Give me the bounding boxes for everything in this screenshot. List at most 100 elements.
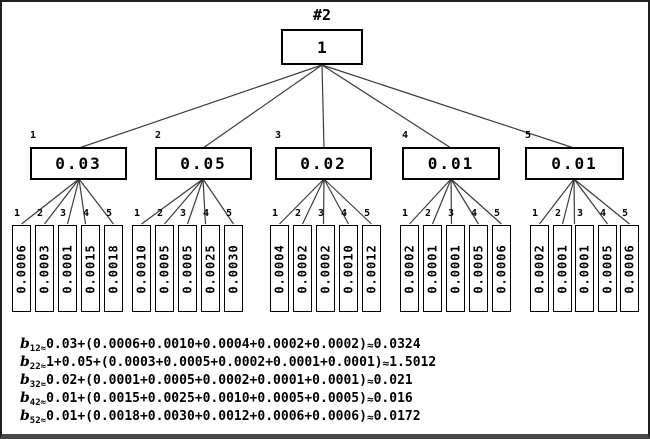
leaf-node-value: 0.0006 <box>622 243 637 294</box>
formula-result: 0.0172 <box>373 409 421 424</box>
branch-index: 2 <box>155 130 162 141</box>
leaf-node-value: 0.0015 <box>83 243 98 294</box>
formula-variable: b <box>20 372 30 388</box>
leaf-index: 2 <box>157 208 164 219</box>
leaf-node: 0.0030 <box>224 225 243 312</box>
leaf-node-value: 0.0030 <box>226 243 241 294</box>
leaf-index: 5 <box>494 208 501 219</box>
formula-subscript: 42 <box>29 398 41 408</box>
formula-expression: 0.01+(0.0015+0.0025+0.0010+0.0005+0.0005… <box>46 391 367 406</box>
leaf-node-value: 0.0010 <box>341 243 356 294</box>
branch-node: 0.03 <box>30 147 127 180</box>
formula-line-b22: b22≈1+0.05+(0.0003+0.0005+0.0002+0.0001+… <box>20 354 436 372</box>
leaf-node-value: 0.0002 <box>318 243 333 294</box>
formula-variable: b <box>20 390 30 406</box>
branch-node-value: 0.05 <box>180 154 227 173</box>
formula-expression: 0.03+(0.0006+0.0010+0.0004+0.0002+0.0002… <box>46 337 367 352</box>
leaf-node: 0.0002 <box>316 225 335 312</box>
branch-node-value: 0.03 <box>55 154 102 173</box>
leaf-node-value: 0.0018 <box>106 243 121 294</box>
approx-sign: ≈ <box>366 411 374 424</box>
leaf-node: 0.0025 <box>201 225 220 312</box>
branch-index: 1 <box>30 130 37 141</box>
leaf-node-value: 0.0002 <box>402 243 417 294</box>
leaf-node: 0.0006 <box>492 225 511 312</box>
leaf-index: 3 <box>180 208 187 219</box>
tree-title: #2 <box>312 6 332 24</box>
leaf-node-value: 0.0005 <box>180 243 195 294</box>
leaf-index: 1 <box>402 208 409 219</box>
leaf-index: 5 <box>226 208 233 219</box>
leaf-index: 5 <box>106 208 113 219</box>
branch-node-value: 0.02 <box>300 154 347 173</box>
leaf-node: 0.0005 <box>598 225 617 312</box>
leaf-node: 0.0002 <box>293 225 312 312</box>
leaf-index: 4 <box>600 208 607 219</box>
leaf-index: 4 <box>341 208 348 219</box>
leaf-node-value: 0.0001 <box>448 243 463 294</box>
leaf-index: 3 <box>577 208 584 219</box>
formula-expression: 1+0.05+(0.0003+0.0005+0.0002+0.0001+0.00… <box>46 355 383 370</box>
leaf-node-value: 0.0002 <box>532 243 547 294</box>
approx-sign: ≈ <box>40 362 47 372</box>
leaf-index: 4 <box>203 208 210 219</box>
formula-variable: b <box>20 336 30 352</box>
leaf-index: 1 <box>532 208 539 219</box>
leaf-index: 1 <box>272 208 279 219</box>
leaf-node: 0.0004 <box>270 225 289 312</box>
formula-subscript: 22 <box>29 362 41 372</box>
leaf-node-value: 0.0003 <box>37 243 52 294</box>
branch-node: 0.05 <box>155 147 252 180</box>
approx-sign: ≈ <box>40 344 47 354</box>
leaf-node: 0.0006 <box>620 225 639 312</box>
formula-subscript: 12 <box>29 344 41 354</box>
leaf-index: 2 <box>295 208 302 219</box>
leaf-index: 2 <box>425 208 432 219</box>
leaf-node: 0.0001 <box>423 225 442 312</box>
branch-index: 5 <box>525 130 532 141</box>
leaf-node: 0.0001 <box>575 225 594 312</box>
leaf-node-value: 0.0005 <box>157 243 172 294</box>
formula-line-b42: b42≈0.01+(0.0015+0.0025+0.0010+0.0005+0.… <box>20 390 436 408</box>
leaf-node: 0.0006 <box>12 225 31 312</box>
leaf-node: 0.0001 <box>446 225 465 312</box>
approx-sign: ≈ <box>366 375 374 388</box>
formula-subscript: 32 <box>29 380 41 390</box>
formula-line-b52: b52≈0.01+(0.0018+0.0030+0.0012+0.0006+0.… <box>20 408 436 426</box>
approx-sign: ≈ <box>40 380 47 390</box>
formula-result: 0.021 <box>373 373 413 388</box>
leaf-node: 0.0005 <box>178 225 197 312</box>
branch-node-value: 0.01 <box>427 154 475 173</box>
branch-node: 0.02 <box>275 147 372 180</box>
branch-node: 0.01 <box>525 147 624 180</box>
formula-line-b32: b32≈0.02+(0.0001+0.0005+0.0002+0.0001+0.… <box>20 372 436 390</box>
leaf-node-value: 0.0001 <box>577 243 592 294</box>
leaf-node: 0.0002 <box>530 225 549 312</box>
formula-subscript: 52 <box>29 416 41 426</box>
leaf-node-value: 0.0005 <box>600 243 615 294</box>
root-node-value: 1 <box>317 37 327 57</box>
leaf-index: 2 <box>555 208 562 219</box>
leaf-index: 1 <box>134 208 141 219</box>
formula-expression: 0.02+(0.0001+0.0005+0.0002+0.0001+0.0001… <box>46 373 367 388</box>
branch-index: 4 <box>402 130 409 141</box>
formula-variable: b <box>20 408 30 424</box>
approx-sign: ≈ <box>382 357 390 370</box>
formula-expression: 0.01+(0.0018+0.0030+0.0012+0.0006+0.0006… <box>46 409 367 424</box>
leaf-node: 0.0003 <box>35 225 54 312</box>
formula-block: b12≈0.03+(0.0006+0.0010+0.0004+0.0002+0.… <box>20 336 436 426</box>
leaf-index: 3 <box>448 208 455 219</box>
approx-sign: ≈ <box>366 339 374 352</box>
leaf-node: 0.0005 <box>155 225 174 312</box>
leaf-node-value: 0.0002 <box>295 243 310 294</box>
leaf-node: 0.0001 <box>58 225 77 312</box>
approx-sign: ≈ <box>40 398 47 408</box>
formula-result: 0.0324 <box>373 337 421 352</box>
leaf-node-value: 0.0006 <box>494 243 509 294</box>
approx-sign: ≈ <box>40 416 47 426</box>
leaf-node: 0.0010 <box>339 225 358 312</box>
branch-node: 0.01 <box>402 147 500 180</box>
leaf-node: 0.0005 <box>469 225 488 312</box>
